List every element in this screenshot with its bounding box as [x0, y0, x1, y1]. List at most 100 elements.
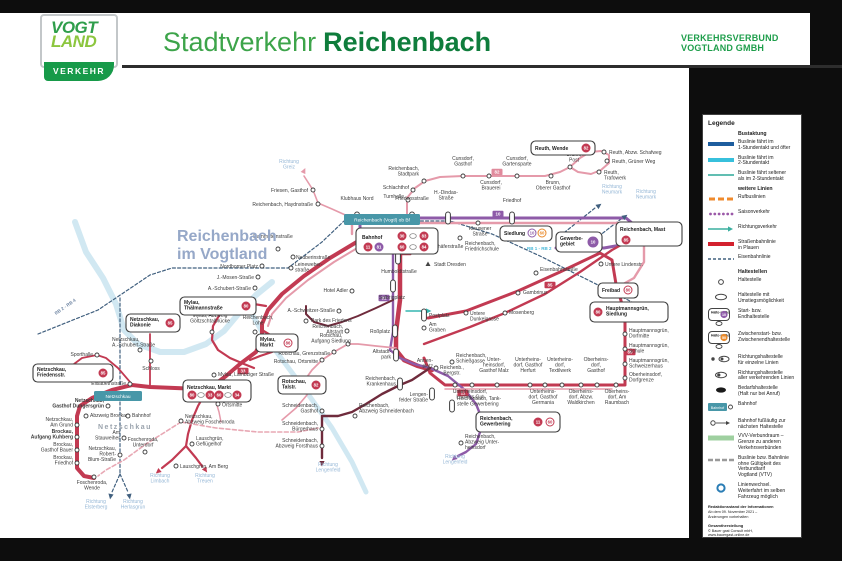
station-label-line: Brockau,	[53, 442, 73, 448]
station-label: Reichenbach,Abzweig Schneidenbach	[359, 403, 414, 415]
station-label-line: Reichenbach,	[456, 353, 487, 359]
station-label: Reichenb.,Bergstr.	[440, 365, 464, 377]
terminus-box-label-line: Reichenbach, Mast	[620, 227, 666, 233]
station-dot	[622, 361, 628, 367]
terminus-box-label-line: Talstr.	[282, 385, 297, 391]
station-label: Foschenroda,Unterdorf	[128, 437, 159, 449]
terminus-box-label-line: Netzschkau, Markt	[187, 385, 231, 391]
line-badge	[419, 231, 429, 241]
station-dot	[319, 357, 325, 363]
terminus-box-label: Siedlung	[504, 231, 525, 237]
station-dot	[252, 285, 258, 291]
station-dot	[259, 263, 265, 269]
station-label-line: A.-Schweitzer-Straße	[287, 308, 335, 314]
station-label-line: Foschenroda,	[77, 480, 108, 486]
logo-banner-verkehr: VERKEHR	[44, 62, 114, 81]
station-dot	[74, 460, 80, 466]
station-label: Abzweig Brockau	[90, 413, 129, 419]
station-label: Lengen-felder Straße	[399, 392, 428, 404]
terminus-box-label-line: Freibad	[602, 288, 620, 294]
line-number-tag	[624, 348, 636, 356]
svg-text:10: 10	[722, 313, 726, 317]
station-label-line: Schneidenbach,	[282, 421, 318, 427]
station-label: Netzschkau,Abzweig Foschenroda	[185, 414, 235, 426]
station-label-line: Unterheins-	[530, 389, 556, 395]
station-label-line: Netzschkau,	[112, 337, 140, 343]
terminus-box-label-line: Mylau,	[184, 300, 200, 306]
station-label-line: Waldkirchen	[567, 400, 595, 406]
railway-line	[119, 473, 129, 493]
station-interchange-pill	[421, 308, 427, 322]
page-title-regular: Stadtverkehr	[163, 27, 317, 57]
station-label-line: Hauptmannsgrün,	[629, 328, 669, 334]
legend-item: Straßenbahnlinie in Plauen	[708, 239, 798, 252]
legend-footnote-heading: Redaktionsstand der Informationen	[708, 504, 774, 510]
legend-item-text: Bedarfshaltestelle (Halt nur bei Anruf)	[738, 385, 780, 397]
station-label: Reichenbach,Krankenhaus	[365, 376, 396, 388]
line-number-tag	[491, 168, 503, 176]
org-line1: VERKEHRSVERBUND	[681, 33, 779, 43]
station-label: Reuth, Grüner Weg	[612, 159, 655, 165]
station-label-line: dorf, Gasthof	[514, 363, 544, 369]
station-dot	[137, 347, 143, 353]
terminus-box-label: Reichenbach, Mast	[620, 227, 666, 233]
line-badge-text-line: 10	[530, 231, 535, 236]
line-badge-text-line: 80	[596, 310, 601, 315]
station-label-line: Brockau,	[53, 455, 73, 461]
station-label: Stadt Dresden	[434, 262, 466, 268]
station-label-line: dorf,	[555, 363, 565, 369]
legend-item: VVV-Verbundraum – Grenze zu anderen Verk…	[708, 433, 798, 451]
line-badge-text: 60	[548, 420, 553, 425]
station-dot	[598, 261, 604, 267]
direction-arrow	[126, 493, 132, 500]
station-label: Brockau,Gasthof Bauer	[41, 442, 74, 454]
station-label: Brockau,Aufgang Kuhberg	[31, 429, 74, 441]
line-number-tag-text: 81	[382, 296, 387, 301]
station-label-line: Abzweig Forsthaus	[275, 444, 318, 450]
line-badge	[214, 390, 224, 400]
terminus-box-label-line: Reichenbach,	[480, 416, 513, 422]
legend-swatch-dash-icon	[708, 194, 734, 206]
station-dot	[548, 173, 554, 179]
station-dot	[345, 341, 351, 347]
station-label-line: Unterheins-	[547, 357, 573, 363]
station-label-line: Eisenbahnstraße	[540, 267, 578, 273]
line-number-tag	[378, 294, 390, 302]
line-badge-text-line: 82	[314, 383, 319, 388]
line-badge-text: 10	[591, 240, 596, 245]
line-number-tag-text-line: 81	[382, 296, 387, 301]
terminus-box-label-line: Siedlung	[606, 312, 627, 318]
direction-label-line: Richtung	[318, 462, 338, 468]
station-label-line: Klausener	[469, 226, 492, 232]
org-line2: VOGTLAND GMBH	[681, 42, 765, 53]
station-label-line: Schneidenbach,	[282, 438, 318, 444]
station-label: Hauptmannsgrün,Dorfmitte	[629, 328, 669, 340]
station-label-line: Sporthalle	[70, 352, 93, 358]
station-label: Rotschau, Ortsmitte	[274, 359, 318, 365]
legend-item: Buslinie fährt seltener als im 2-Stunden…	[708, 170, 798, 183]
line-badge-text-line: 81	[377, 245, 382, 250]
legend-item: Haltestelle mit Umstiegsmöglichkeit	[708, 292, 798, 305]
bus-line	[456, 430, 482, 458]
station-dot	[331, 349, 337, 355]
station-label-line: Friedhof	[503, 198, 522, 204]
terminus-box-label: Gewerbe-gebiet	[560, 236, 583, 248]
vogtland-verkehr-logo: VOGT LAND	[40, 14, 118, 68]
station-label-line: dorf, Gasthof	[529, 395, 559, 401]
station-label: Unterheins-dorf,Textilwerk	[547, 357, 573, 374]
direction-arrow	[108, 493, 114, 500]
station-label: Elisabethstraße	[91, 381, 126, 387]
logo-text-vogt: VOGT	[51, 18, 98, 37]
legend-swatch-grayline-icon	[708, 455, 734, 467]
terminus-box-label: Freibad	[602, 288, 620, 294]
terminus-box-label: Mylau,Markt	[260, 337, 276, 349]
station-label: Oberheins-dorf,Gasthof	[584, 357, 609, 374]
